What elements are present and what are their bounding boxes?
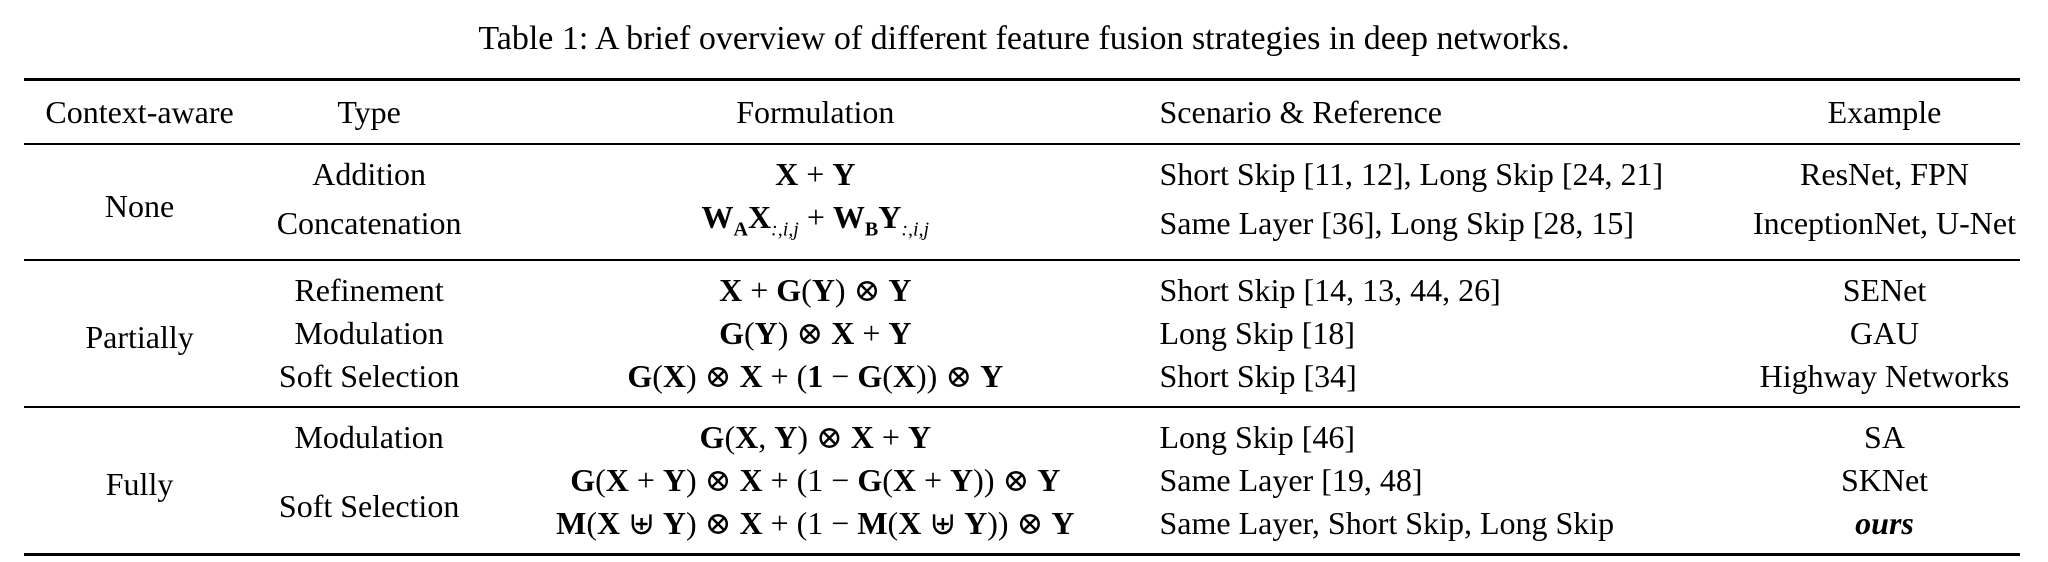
table-header-row: Context-aware Type Formulation Scenario … xyxy=(24,78,2020,144)
formulation-cell: G(X, Y) ⊗ X + Y xyxy=(483,406,1148,460)
header-formulation: Formulation xyxy=(483,78,1148,144)
formulation-cell: WAX:,i,j + WBY:,i,j xyxy=(701,199,930,241)
type-cell: Modulation xyxy=(294,315,444,352)
example-cell: GAU xyxy=(1849,315,1920,352)
header-type: Type xyxy=(255,78,484,144)
table-row: Modulation G(Y) ⊗ X + Y Long Skip [18] G… xyxy=(24,312,2020,355)
formulation-cell: G(X) ⊗ X + (1 − G(X)) ⊗ Y xyxy=(627,358,1004,395)
example-cell: SKNet xyxy=(1840,462,1929,499)
example-cell: SA xyxy=(1748,406,2020,460)
scenario-cell: Same Layer [36], Long Skip [28, 15] xyxy=(1159,205,1635,242)
table-row: Fully Modulation G(X, Y) ⊗ X + Y Long Sk… xyxy=(24,406,2020,557)
scenario-cell: Long Skip [46] xyxy=(1147,406,1749,460)
type-cell: Refinement xyxy=(255,259,484,313)
scenario-cell: Long Skip [18] xyxy=(1159,315,1356,352)
header-example: Example xyxy=(1748,78,2020,144)
header-scenario-reference: Scenario & Reference xyxy=(1147,78,1749,144)
scenario-cell: Short Skip [14, 13, 44, 26] xyxy=(1147,259,1749,313)
example-cell: SENet xyxy=(1748,259,2020,313)
table-row: None Addition X + Y Short Skip [11, 12],… xyxy=(24,142,2020,261)
scenario-cell: Same Layer [19, 48] xyxy=(1159,462,1423,499)
type-cell: Soft Selection xyxy=(278,358,460,395)
context-partially: Partially xyxy=(24,259,256,408)
table-caption: Table 1: A brief overview of different f… xyxy=(478,20,1570,57)
formulation-cell: G(X + Y) ⊗ X + (1 − G(X + Y)) ⊗ Y xyxy=(570,462,1061,499)
type-cell: Soft Selection xyxy=(255,459,484,557)
table-row: Concatenation WAX:,i,j + WBY:,i,j Same L… xyxy=(24,196,2020,260)
table-row: Partially Refinement X + G(Y) ⊗ Y Short … xyxy=(24,259,2020,408)
formulation-cell: X + G(Y) ⊗ Y xyxy=(483,259,1148,313)
type-cell: Modulation xyxy=(255,406,484,460)
scenario-cell: Short Skip [34] xyxy=(1159,358,1357,395)
type-cell: Addition xyxy=(255,143,484,196)
example-cell-ours: ours xyxy=(1748,502,2020,557)
context-fully: Fully xyxy=(24,406,256,557)
formulation-cell: G(Y) ⊗ X + Y xyxy=(719,315,912,352)
header-context-aware: Context-aware xyxy=(24,78,256,144)
table-row: Soft Selection G(X + Y) ⊗ X + (1 − G(X +… xyxy=(24,459,2020,557)
type-cell: Concatenation xyxy=(276,205,462,242)
formulation-cell: M(X ⊎ Y) ⊗ X + (1 − M(X ⊎ Y)) ⊗ Y xyxy=(483,502,1148,557)
formulation-cell: X + Y xyxy=(483,143,1148,196)
table-row: Soft Selection G(X) ⊗ X + (1 − G(X)) ⊗ Y… xyxy=(24,355,2020,407)
example-cell: ResNet, FPN xyxy=(1748,143,2020,196)
fusion-strategies-table: Context-aware Type Formulation Scenario … xyxy=(24,78,2020,557)
table-row: M(X ⊎ Y) ⊗ X + (1 − M(X ⊎ Y)) ⊗ Y Same L… xyxy=(24,502,2020,557)
example-cell: InceptionNet, U-Net xyxy=(1752,205,2016,242)
example-cell: Highway Networks xyxy=(1759,358,2010,395)
scenario-cell: Same Layer, Short Skip, Long Skip xyxy=(1147,502,1749,557)
scenario-cell: Short Skip [11, 12], Long Skip [24, 21] xyxy=(1147,143,1749,196)
context-none: None xyxy=(24,142,256,261)
